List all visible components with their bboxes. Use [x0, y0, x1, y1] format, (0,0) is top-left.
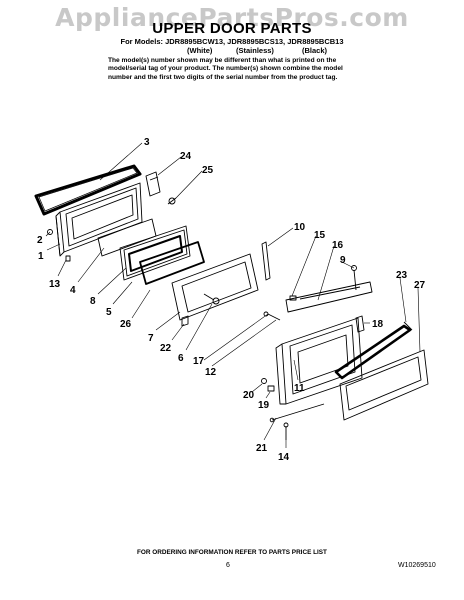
callout-5: 5: [106, 307, 112, 318]
callout-2: 2: [37, 235, 43, 246]
callout-20: 20: [243, 390, 255, 401]
callout-26: 26: [120, 319, 132, 330]
callout-22: 22: [160, 343, 172, 354]
note-line: The model(s) number shown may be differe…: [108, 57, 337, 64]
page-number: 6: [226, 562, 230, 569]
callout-6: 6: [178, 353, 184, 364]
part-glass-pack: [119, 225, 191, 281]
callout-8: 8: [90, 296, 96, 307]
part-vent-18: [355, 315, 365, 333]
part-screw-20: [261, 378, 267, 384]
callout-7: 7: [148, 333, 154, 344]
part-screw-6: [203, 293, 220, 305]
callout-12: 12: [205, 367, 217, 378]
part-door-rail: [261, 241, 271, 281]
callout-11: 11: [294, 383, 305, 394]
callout-1: 1: [38, 251, 44, 262]
document-number: W10269510: [398, 562, 436, 569]
part-screw-25: [167, 197, 177, 205]
leader-lines: [45, 142, 421, 448]
callout-27: 27: [414, 280, 426, 291]
note-line: model/serial tag of your product. The nu…: [108, 65, 343, 73]
part-screw-9: [351, 265, 357, 291]
part-outer-door-skin: [275, 317, 363, 405]
callout-25: 25: [202, 165, 214, 176]
part-door-trim: [285, 281, 373, 313]
part-hinge-bracket: [145, 171, 161, 197]
part-clip-13: [65, 255, 71, 262]
part-outer-door-panel: [171, 253, 259, 321]
part-clip-2: [47, 229, 53, 235]
callout-17: 17: [193, 356, 205, 367]
callout-16: 16: [332, 240, 344, 251]
part-nut-19: [267, 385, 275, 392]
callout-13: 13: [49, 279, 61, 290]
callout-10: 10: [294, 222, 306, 233]
page-title: UPPER DOOR PARTS: [152, 20, 312, 37]
callout-3: 3: [144, 137, 150, 148]
note-line: number and the first two digits of the s…: [108, 73, 338, 81]
part-rod-21: [269, 403, 325, 423]
models-line: For Models: JDR8895BCW13, JDR8895BCS13, …: [120, 37, 344, 46]
callout-24: 24: [180, 151, 192, 162]
finish-black: (Black): [302, 46, 328, 55]
part-outer-glass-panel: [339, 349, 429, 421]
callout-23: 23: [396, 270, 408, 281]
part-door-handle: [334, 321, 413, 380]
finish-stainless: (Stainless): [236, 46, 274, 55]
callout-21: 21: [256, 443, 268, 454]
callout-14: 14: [278, 452, 290, 463]
callout-15: 15: [314, 230, 326, 241]
callout-19: 19: [258, 400, 270, 411]
part-clip-22: [181, 315, 189, 327]
callout-4: 4: [70, 285, 76, 296]
watermark: AppliancePartsPros.com: [55, 3, 409, 32]
part-door-gasket: [34, 164, 142, 216]
part-glass-retainer: [139, 241, 205, 285]
part-inner-glass: [97, 218, 157, 257]
model-note: The model(s) number shown may be differe…: [108, 57, 378, 82]
callout-18: 18: [372, 319, 384, 330]
finish-white: (White): [187, 46, 213, 55]
part-inner-door-frame: [55, 182, 143, 257]
callout-labels: 3 24 25 2 1 13 4 8 5 26 7 22 6 10 15 16 …: [37, 137, 426, 463]
part-hinge-pin: [263, 311, 281, 321]
ordering-info: FOR ORDERING INFORMATION REFER TO PARTS …: [137, 549, 327, 556]
part-screw-14: [283, 422, 289, 440]
callout-9: 9: [340, 255, 346, 266]
